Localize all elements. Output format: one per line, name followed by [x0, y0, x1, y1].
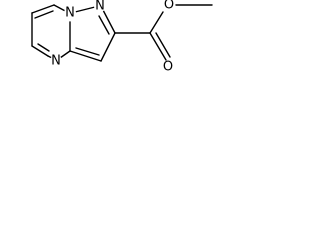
bond-c-o-double-outer	[149, 32, 167, 61]
structure-diagram: N N N O O	[31, 0, 213, 75]
svg-text:O: O	[164, 0, 174, 13]
svg-text:O: O	[163, 60, 173, 75]
atom-o-ether: O	[163, 0, 175, 13]
bond-c5-c4-double-outer	[31, 45, 49, 57]
atom-n1: N	[64, 6, 76, 21]
bond-n1-n2	[74, 6, 96, 13]
bond-c2-c3	[100, 32, 116, 62]
atom-n2: N	[94, 0, 106, 14]
bond-n2-c2-double-inner	[98, 15, 110, 35]
bond-c-o-single	[149, 11, 164, 34]
svg-text:N: N	[95, 0, 105, 14]
bond-n3-c3a	[59, 50, 71, 59]
bond-c6-c7-double-outer	[31, 4, 55, 14]
bond-c3-c3a-double-inner	[75, 47, 100, 56]
bond-c6-c7-double-inner	[34, 10, 54, 19]
svg-text:N: N	[51, 54, 61, 69]
bond-c3-c3a-double-outer	[69, 50, 102, 62]
atom-n3: N	[50, 54, 62, 69]
bond-c5-c4-double-inner	[37, 43, 50, 52]
atom-o-carbonyl: O	[162, 60, 174, 75]
svg-text:N: N	[65, 6, 75, 21]
bond-c-o-double-inner	[155, 32, 171, 58]
bond-n2-c2-double-outer	[102, 9, 116, 34]
